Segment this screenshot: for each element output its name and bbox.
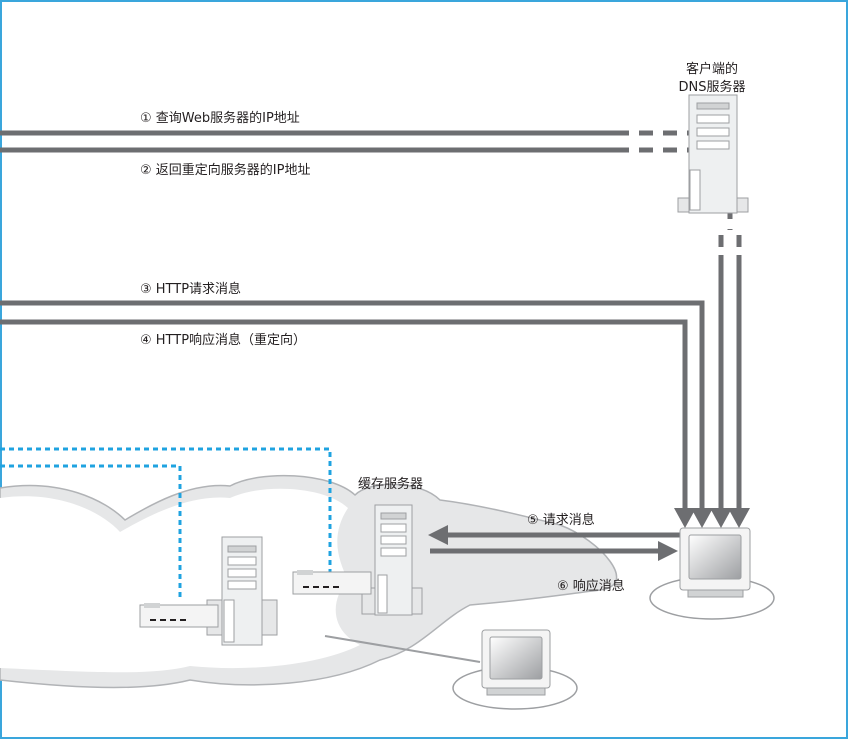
cache-server-label: 缓存服务器 bbox=[358, 476, 423, 492]
web-server-icon bbox=[206, 536, 278, 646]
dns-server-label-line2: DNS服务器 bbox=[679, 79, 746, 95]
dashed-region-outline bbox=[0, 447, 332, 600]
link-line bbox=[324, 635, 481, 663]
dns-arrow-head-left bbox=[710, 508, 732, 528]
step1-label: ① 查询Web服务器的IP地址 bbox=[140, 110, 300, 126]
lower-computer-icon bbox=[452, 629, 578, 710]
step5-request-arrow bbox=[428, 525, 680, 545]
client-computer-icon bbox=[649, 527, 775, 620]
step5-label: ⑤ 请求消息 bbox=[527, 512, 595, 528]
dns-server-label-line1: 客户端的 bbox=[686, 61, 738, 77]
dns-arrow-head-right bbox=[728, 508, 750, 528]
dns-server-icon bbox=[677, 94, 749, 214]
router-icon-left bbox=[139, 603, 219, 628]
step2-label: ② 返回重定向服务器的IP地址 bbox=[140, 162, 310, 178]
router-icon-right bbox=[292, 570, 372, 595]
cache-server-icon bbox=[361, 504, 423, 616]
step6-label: ⑥ 响应消息 bbox=[557, 578, 625, 594]
step3-label: ③ HTTP请求消息 bbox=[140, 281, 241, 297]
step4-label: ④ HTTP响应消息（重定向） bbox=[140, 332, 306, 348]
http-response-line bbox=[0, 319, 696, 528]
http-request-line bbox=[0, 300, 713, 528]
step6-response-arrow bbox=[430, 541, 678, 561]
